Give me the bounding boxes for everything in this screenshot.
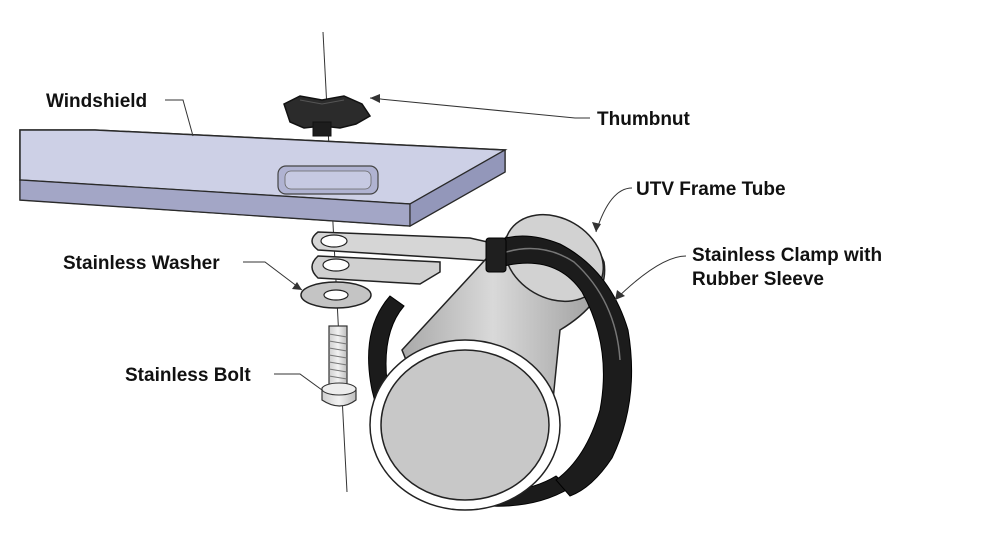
leader-windshield [165,99,194,137]
label-stainless-washer: Stainless Washer [63,253,220,274]
leader-washer [243,261,303,291]
clamp-band-front [485,235,633,497]
label-utv-frame-tube: UTV Frame Tube [636,179,786,200]
lower-bracket [311,255,441,285]
label-clamp-line-1: Stainless Clamp with [692,245,883,266]
bolt-part [321,325,357,407]
leader-frame-tube [595,187,633,233]
label-windshield: Windshield [46,91,148,112]
label-clamp-line-2: Rubber Sleeve [692,269,824,290]
leader-arrowheads [292,94,625,300]
leader-thumbnut [369,97,590,119]
label-stainless-bolt: Stainless Bolt [125,365,251,386]
windshield-panel [19,129,508,228]
tube-front-opening [369,339,561,511]
leader-clamp [614,255,687,301]
leader-bolt [274,373,323,391]
washer-part [300,281,372,309]
label-thumbnut: Thumbnut [597,109,690,130]
label-stainless-clamp: Stainless Clamp with Rubber Sleeve [692,244,882,292]
thumbnut-part [283,95,372,137]
